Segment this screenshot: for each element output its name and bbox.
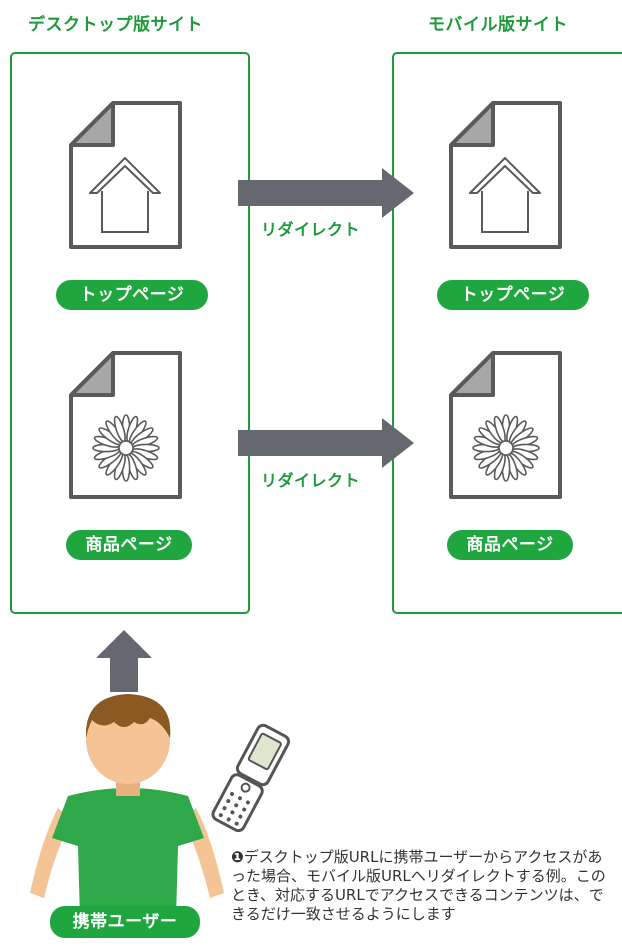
caption-marker: ❶: [231, 848, 244, 866]
house-icon: [469, 157, 541, 233]
flower-icon: [472, 414, 540, 482]
mobile-user-label: 携帯ユーザー: [50, 906, 200, 938]
flower-icon: [92, 414, 160, 482]
document-icon: [69, 351, 182, 499]
redirect-label-bottom: リダイレクト: [259, 467, 363, 491]
document-icon: [449, 351, 562, 499]
house-icon: [89, 157, 161, 233]
document-icon: [449, 101, 562, 249]
redirect-label-top: リダイレクト: [259, 216, 363, 240]
caption-text: デスクトップ版URLに携帯ユーザーからアクセスがあった場合、モバイル版URLへリ…: [231, 848, 606, 923]
figure-caption: ❶デスクトップ版URLに携帯ユーザーからアクセスがあった場合、モバイル版URLへ…: [231, 848, 606, 924]
redirect-arrow-bottom: [238, 418, 414, 468]
desktop-product-page-label: 商品ページ: [66, 530, 192, 560]
flip-phone-icon: [211, 723, 291, 832]
mobile-product-page-label: 商品ページ: [447, 530, 573, 560]
redirect-arrow-top: [238, 168, 414, 218]
user-figure-icon: [30, 694, 224, 918]
desktop-site-title: デスクトップ版サイト: [28, 15, 203, 35]
access-arrow-up: [96, 630, 152, 692]
mobile-site-title: モバイル版サイト: [428, 15, 568, 35]
mobile-top-page-label: トップページ: [437, 280, 589, 310]
redirect-arrows: [238, 168, 414, 468]
document-icon: [69, 101, 182, 249]
desktop-top-page-label: トップページ: [56, 280, 208, 310]
